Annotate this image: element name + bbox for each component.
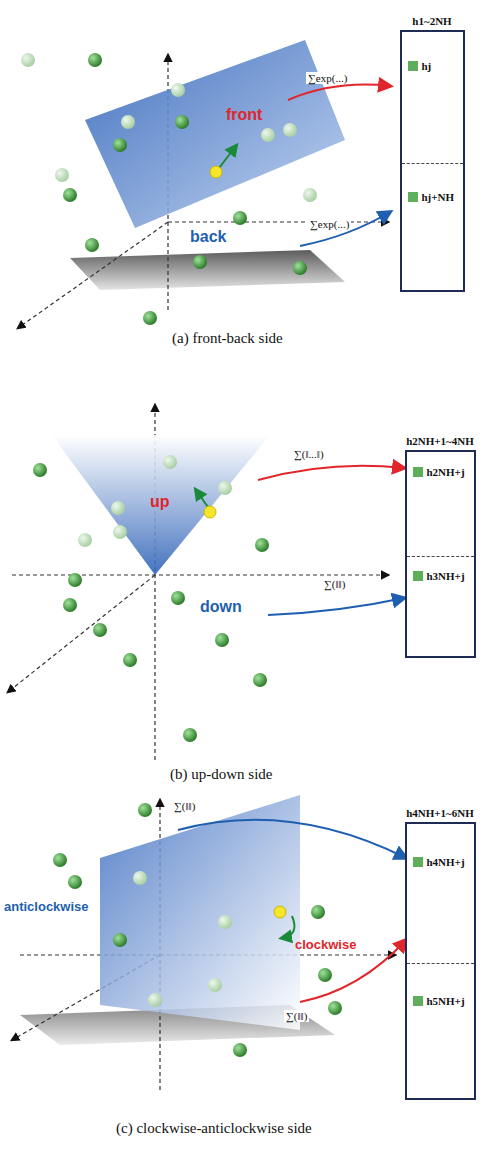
caption: (b) up-down side	[170, 766, 272, 783]
region-label: up	[150, 493, 170, 511]
formula-label: ∑(‖‖)	[172, 800, 197, 812]
data-point	[253, 673, 267, 687]
data-point	[123, 653, 137, 667]
divider	[407, 963, 474, 964]
feature-vector: h1~2NH hj hj+NH	[400, 15, 465, 292]
data-point	[113, 933, 127, 947]
data-point	[78, 533, 92, 547]
region-label: back	[190, 228, 226, 246]
caption: (a) front-back side	[172, 330, 283, 347]
data-point	[55, 168, 69, 182]
data-point	[175, 115, 189, 129]
data-point	[215, 633, 229, 647]
data-point	[171, 591, 185, 605]
data-point	[311, 905, 325, 919]
panel-a	[18, 40, 390, 328]
entry-label: hj+NH	[422, 191, 455, 203]
feature-vector: h4NH+1~6NH h4NH+j h5NH+j	[405, 807, 476, 1100]
entry-label: hj	[422, 60, 432, 72]
data-point	[121, 115, 135, 129]
vector-entry	[408, 61, 418, 71]
vector-entry	[408, 192, 418, 202]
entry-label: h4NH+j	[427, 856, 465, 868]
region-label: clockwise	[295, 938, 356, 952]
entry-label: h2NH+j	[427, 466, 465, 478]
data-point	[233, 1043, 247, 1057]
data-point	[218, 915, 232, 929]
vector-entry	[413, 467, 423, 477]
feature-vector: h2NH+1~4NH h2NH+j h3NH+j	[405, 435, 476, 658]
caption: (c) clockwise-anticlockwise side	[116, 1120, 312, 1137]
data-point	[193, 255, 207, 269]
data-point	[113, 138, 127, 152]
data-point	[328, 1001, 342, 1015]
data-point	[208, 978, 222, 992]
data-point	[283, 123, 297, 137]
data-point	[138, 803, 152, 817]
vector-heading: h1~2NH	[400, 15, 465, 27]
formula-label: ∑(‖‖)	[322, 578, 347, 590]
divider	[407, 556, 474, 557]
formula-label: ∑(‖‖)	[284, 1010, 309, 1022]
formula-label: ∑exp(...)	[306, 72, 349, 84]
data-point	[233, 211, 247, 225]
panel-b	[8, 405, 404, 760]
data-point	[113, 525, 127, 539]
data-point	[143, 311, 157, 325]
region-label: front	[226, 106, 262, 124]
formula-label: ∑(‖...‖)	[292, 448, 326, 460]
vector-heading: h4NH+1~6NH	[405, 807, 476, 819]
entry-label: h5NH+j	[427, 995, 465, 1007]
data-point	[85, 238, 99, 252]
vector-entry	[413, 857, 423, 867]
data-point	[21, 53, 35, 67]
vector-box: hj hj+NH	[400, 30, 465, 292]
region-label: anticlockwise	[4, 900, 89, 914]
data-point	[63, 598, 77, 612]
data-point	[33, 463, 47, 477]
data-point	[293, 261, 307, 275]
vector-entry	[413, 996, 423, 1006]
data-point	[68, 875, 82, 889]
divider	[402, 163, 463, 164]
data-point	[261, 128, 275, 142]
data-point	[171, 83, 185, 97]
data-point	[63, 188, 77, 202]
data-point	[133, 871, 147, 885]
data-point	[88, 53, 102, 67]
entry-label: h3NH+j	[427, 570, 465, 582]
data-point	[255, 538, 269, 552]
panel-c	[12, 795, 406, 1090]
vector-box: h4NH+j h5NH+j	[405, 822, 476, 1100]
data-point	[111, 501, 125, 515]
vector-entry	[413, 571, 423, 581]
data-point	[68, 573, 82, 587]
data-point	[218, 481, 232, 495]
vector-box: h2NH+j h3NH+j	[405, 450, 476, 658]
data-point	[303, 188, 317, 202]
data-point	[53, 853, 67, 867]
region-label: down	[200, 598, 242, 616]
data-point	[163, 455, 177, 469]
vector-heading: h2NH+1~4NH	[405, 435, 476, 447]
data-point	[148, 993, 162, 1007]
data-point	[183, 728, 197, 742]
data-point	[318, 968, 332, 982]
data-point	[93, 623, 107, 637]
formula-label: ∑exp(...)	[308, 218, 351, 230]
